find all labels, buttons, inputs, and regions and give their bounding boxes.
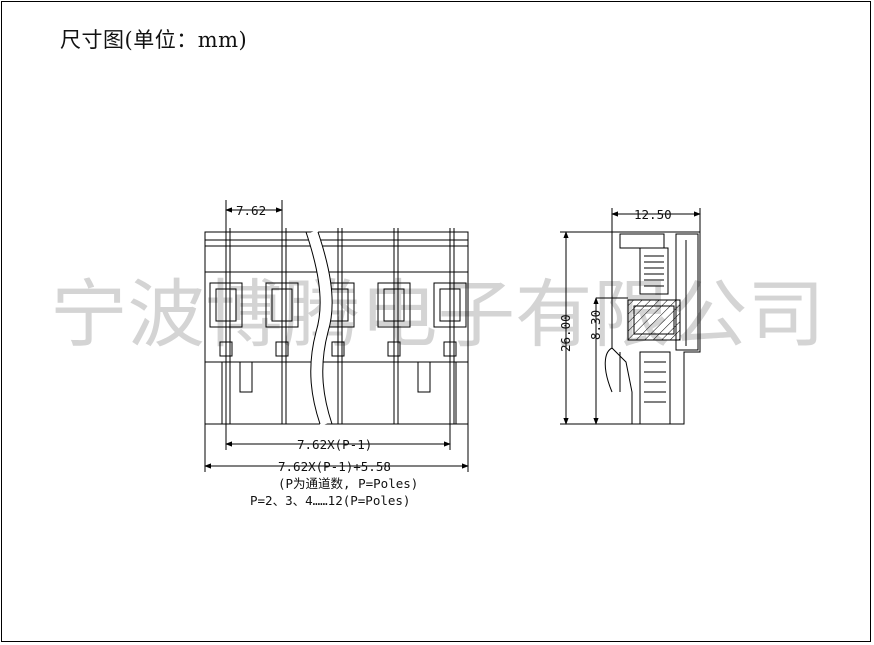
front-view	[204, 200, 469, 426]
inner-height-label: 8.30	[588, 310, 603, 340]
overall-width-label: 7.62X(P-1)+5.58	[278, 459, 391, 474]
note-poles-definition: (P为通道数, P=Poles)	[278, 476, 418, 491]
total-height-label: 26.00	[558, 314, 573, 352]
page-title: 尺寸图(单位：mm)	[60, 28, 248, 52]
front-dimensions	[204, 200, 469, 472]
pitch-total-label: 7.62X(P-1)	[297, 437, 372, 452]
side-dimensions	[560, 208, 701, 425]
note-poles-range: P=2、3、4……12(P=Poles)	[250, 493, 410, 508]
watermark-text: 宁波博腾电子有限公司	[50, 272, 825, 358]
side-view	[604, 231, 701, 425]
pitch-label: 7.62	[236, 203, 266, 218]
side-width-label: 12.50	[634, 207, 672, 222]
